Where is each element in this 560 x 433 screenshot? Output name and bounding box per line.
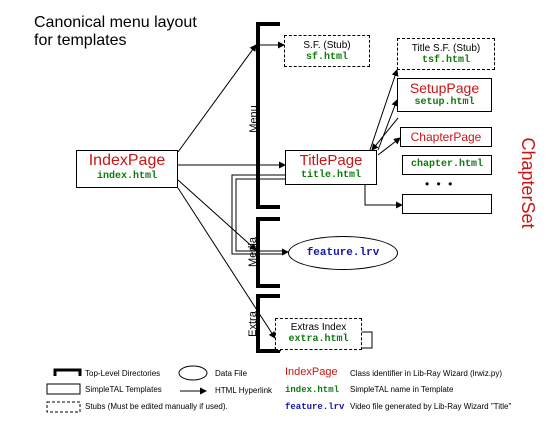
media-directory-bracket (256, 217, 280, 288)
link-index-to-menu (177, 44, 257, 153)
sf-stub-file: sf.html (305, 52, 348, 63)
title-page-node: TitlePage title.html (285, 150, 377, 185)
title-page-class: TitlePage (299, 152, 363, 169)
legend-template-symbol (46, 383, 81, 395)
extras-index-file: extra.html (288, 334, 349, 345)
legend-stub-symbol (46, 401, 81, 413)
sf-stub-label: S.F. (Stub) (303, 40, 351, 51)
link-title-to-setup (377, 99, 399, 151)
legend-name-desc: SimpleTAL name in Template (350, 385, 454, 394)
title-page-file: title.html (300, 170, 361, 181)
legend-templates: SimpleTAL Templates (85, 385, 162, 394)
chapter-page-class: ChapterPage (410, 130, 482, 144)
legend-hyperlink: HTML Hyperlink (215, 386, 273, 395)
chapter-file-node: chapter.html (402, 155, 492, 175)
legend-name-sample: index.html (285, 385, 340, 395)
link-title-to-tsf (369, 69, 399, 151)
diagram-title: Canonical menu layout for templates (34, 14, 197, 49)
sf-stub-node: S.F. (Stub) sf.html (284, 35, 370, 67)
setup-page-class: SetupPage (409, 80, 480, 96)
menu-directory-bracket (256, 22, 280, 209)
legend-video-desc: Video file generated by Lib-Ray Wizard "… (350, 402, 512, 411)
extras-index-node: Extras Index extra.html (275, 318, 362, 350)
chapter-empty-node (402, 194, 492, 214)
link-title-to-chapter (377, 137, 401, 156)
index-page-node: IndexPage index.html (76, 150, 178, 188)
feature-data-file-node: feature.lrv (288, 236, 398, 270)
setup-page-file: setup.html (414, 97, 475, 108)
legend-directory-symbol (53, 368, 82, 376)
legend-class-desc: Class identifier in Lib-Ray Wizard (lrwi… (350, 369, 503, 378)
legend-data-file-symbol (178, 365, 208, 381)
chapter-page-node: ChapterPage (400, 127, 492, 147)
title-sf-stub-node: Title S.F. (Stub) tsf.html (397, 38, 495, 70)
extras-index-label: Extras Index (290, 322, 347, 333)
legend-top-dirs: Top-Level Directories (85, 369, 161, 378)
link-index-to-media (177, 179, 257, 251)
legend-stubs: Stubs (Must be edited manually if used). (85, 402, 228, 411)
chapter-ellipsis: • • • (425, 177, 455, 191)
feature-file-name: feature.lrv (306, 247, 380, 259)
legend-data-file: Data File (215, 369, 248, 378)
chapter-file-name: chapter.html (410, 159, 483, 170)
index-page-file: index.html (96, 171, 157, 182)
link-index-to-extras (177, 187, 276, 339)
link-title-to-chapterset (364, 185, 403, 209)
title-sf-stub-file: tsf.html (421, 55, 470, 66)
extra-directory-bracket (256, 294, 280, 353)
setup-page-node: SetupPage setup.html (397, 78, 492, 112)
index-page-class: IndexPage (88, 152, 166, 169)
title-sf-stub-label: Title S.F. (Stub) (411, 43, 481, 54)
legend-video-sample: feature.lrv (285, 402, 345, 412)
legend-class-sample: IndexPage (285, 366, 338, 378)
